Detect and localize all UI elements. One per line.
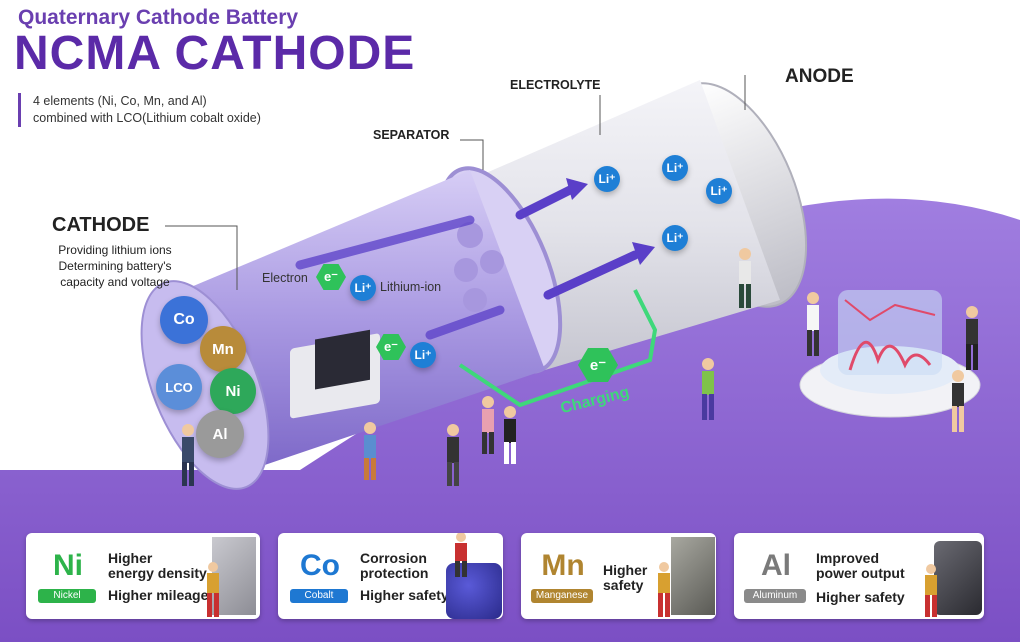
electron-icon: e⁻ (316, 264, 346, 290)
card-aluminum: Al Aluminum Improved power output Higher… (734, 533, 984, 619)
cathode-line (165, 225, 238, 290)
li-ion-icon-3: Li⁺ (594, 166, 620, 192)
card-cobalt-line1: Corrosion (360, 550, 427, 566)
element-ni: Ni (210, 368, 256, 414)
card-cobalt-line2: protection (360, 565, 429, 581)
nickel-ore-image (212, 537, 256, 615)
card-cobalt: Co Cobalt Corrosion protection Higher sa… (278, 533, 503, 619)
li-ion-icon-5: Li⁺ (706, 178, 732, 204)
card-aluminum-line3: Higher safety (816, 589, 905, 605)
card-nickel-line3: Higher mileage (108, 587, 209, 603)
card-nickel-line2: energy density (108, 565, 207, 581)
manganese-ore-image (671, 537, 715, 615)
header-description: 4 elements (Ni, Co, Mn, and Al) combined… (18, 93, 261, 127)
element-mn: Mn (200, 326, 246, 372)
miner-figure (925, 564, 937, 617)
charging-wire (458, 289, 658, 408)
card-manganese: Mn Manganese Higher safety (521, 533, 716, 619)
header-subtitle: Quaternary Cathode Battery (18, 6, 299, 29)
card-nickel-symbol: Ni (53, 549, 83, 582)
cathode-desc-3: capacity and voltage (60, 275, 170, 289)
separator-label: SEPARATOR (373, 128, 450, 142)
charging-electron-icon: e⁻ (578, 348, 618, 382)
miner-figure (207, 562, 219, 617)
card-nickel-line1: Higher (108, 550, 153, 566)
cathode-desc-1: Providing lithium ions (58, 243, 172, 257)
li-ion-icon-4: Li⁺ (662, 155, 688, 181)
card-cobalt-line3: Higher safety (360, 587, 449, 603)
card-manganese-symbol: Mn (541, 549, 585, 582)
ion-arrow-4 (543, 250, 640, 300)
cathode-desc-2: Determining battery's (58, 259, 172, 273)
desc-line-2: combined with LCO(Lithium cobalt oxide) (33, 111, 261, 125)
anode-label: ANODE (785, 66, 854, 87)
card-aluminum-line1: Improved (816, 550, 880, 566)
electron-label: Electron (262, 271, 308, 285)
cathode-description: Providing lithium ions Determining batte… (40, 242, 190, 290)
element-lco: LCO (156, 364, 202, 410)
electrolyte-label: ELECTROLYTE (510, 78, 601, 92)
card-cobalt-symbol: Co (300, 549, 340, 582)
miner-figure (455, 533, 467, 577)
ion-arrow-2 (515, 185, 575, 220)
li-ion-icon: Li⁺ (350, 275, 376, 301)
electron-icon-2: e⁻ (376, 334, 406, 360)
aluminum-ore-image (934, 541, 982, 615)
li-ion-icon-2: Li⁺ (410, 342, 436, 368)
page-title: NCMA CATHODE (14, 27, 416, 80)
separator-line (460, 139, 484, 170)
card-aluminum-line2: power output (816, 565, 905, 581)
element-al: Al (196, 410, 244, 458)
element-co: Co (160, 296, 208, 344)
ion-arrow-1 (295, 215, 475, 270)
lithium-ion-label: Lithium-ion (380, 280, 442, 294)
card-manganese-tag: Manganese (531, 589, 593, 603)
cathode-label: CATHODE (52, 214, 150, 236)
li-ion-icon-6: Li⁺ (662, 225, 688, 251)
card-aluminum-symbol: Al (761, 549, 791, 582)
ion-arrow-3 (425, 305, 505, 340)
card-aluminum-tag: Aluminum (744, 589, 806, 603)
card-manganese-line1: Higher (603, 562, 648, 578)
card-manganese-line2: safety (603, 577, 644, 593)
miner-figure (658, 562, 670, 617)
card-cobalt-tag: Cobalt (290, 589, 348, 603)
desc-line-1: 4 elements (Ni, Co, Mn, and Al) (33, 94, 207, 108)
card-nickel: Ni Nickel Higher energy density Higher m… (26, 533, 260, 619)
card-nickel-tag: Nickel (38, 589, 96, 603)
